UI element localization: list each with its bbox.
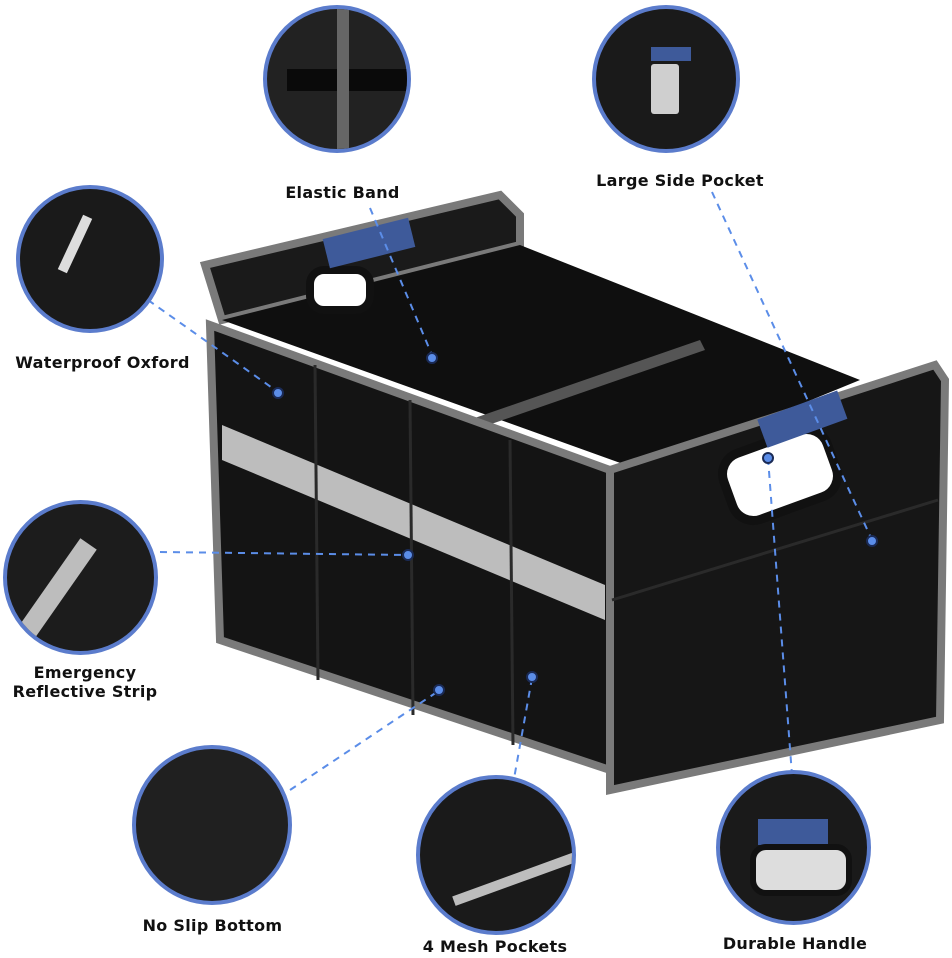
detail-circle-elastic-band — [263, 5, 411, 153]
marker-dot-side-pocket — [866, 535, 878, 547]
label-elastic-band: Elastic Band — [285, 183, 400, 202]
detail-circle-reflective-strip — [3, 500, 158, 655]
label-line-1: Emergency — [33, 663, 137, 682]
label-large-side-pocket: Large Side Pocket — [596, 171, 764, 190]
marker-dot-mesh — [526, 671, 538, 683]
detail-circle-waterproof-oxford — [16, 185, 164, 333]
marker-dot-oxford — [272, 387, 284, 399]
detail-circle-durable-handle — [716, 770, 871, 925]
label-durable-handle: Durable Handle — [722, 934, 868, 953]
detail-circle-side-pocket — [592, 5, 740, 153]
marker-dot-reflective — [402, 549, 414, 561]
label-emergency-reflective-strip: Emergency Reflective Strip — [0, 663, 170, 701]
detail-circle-no-slip-bottom — [132, 745, 292, 905]
label-waterproof-oxford: Waterproof Oxford — [15, 353, 190, 372]
label-mesh-pockets: 4 Mesh Pockets — [422, 937, 568, 956]
marker-dot-no-slip — [433, 684, 445, 696]
label-no-slip-bottom: No Slip Bottom — [142, 916, 283, 935]
label-line-2: Reflective Strip — [12, 682, 158, 701]
marker-dot-handle — [762, 452, 774, 464]
marker-dot-elastic-band — [426, 352, 438, 364]
detail-circle-mesh-pockets — [416, 775, 576, 935]
